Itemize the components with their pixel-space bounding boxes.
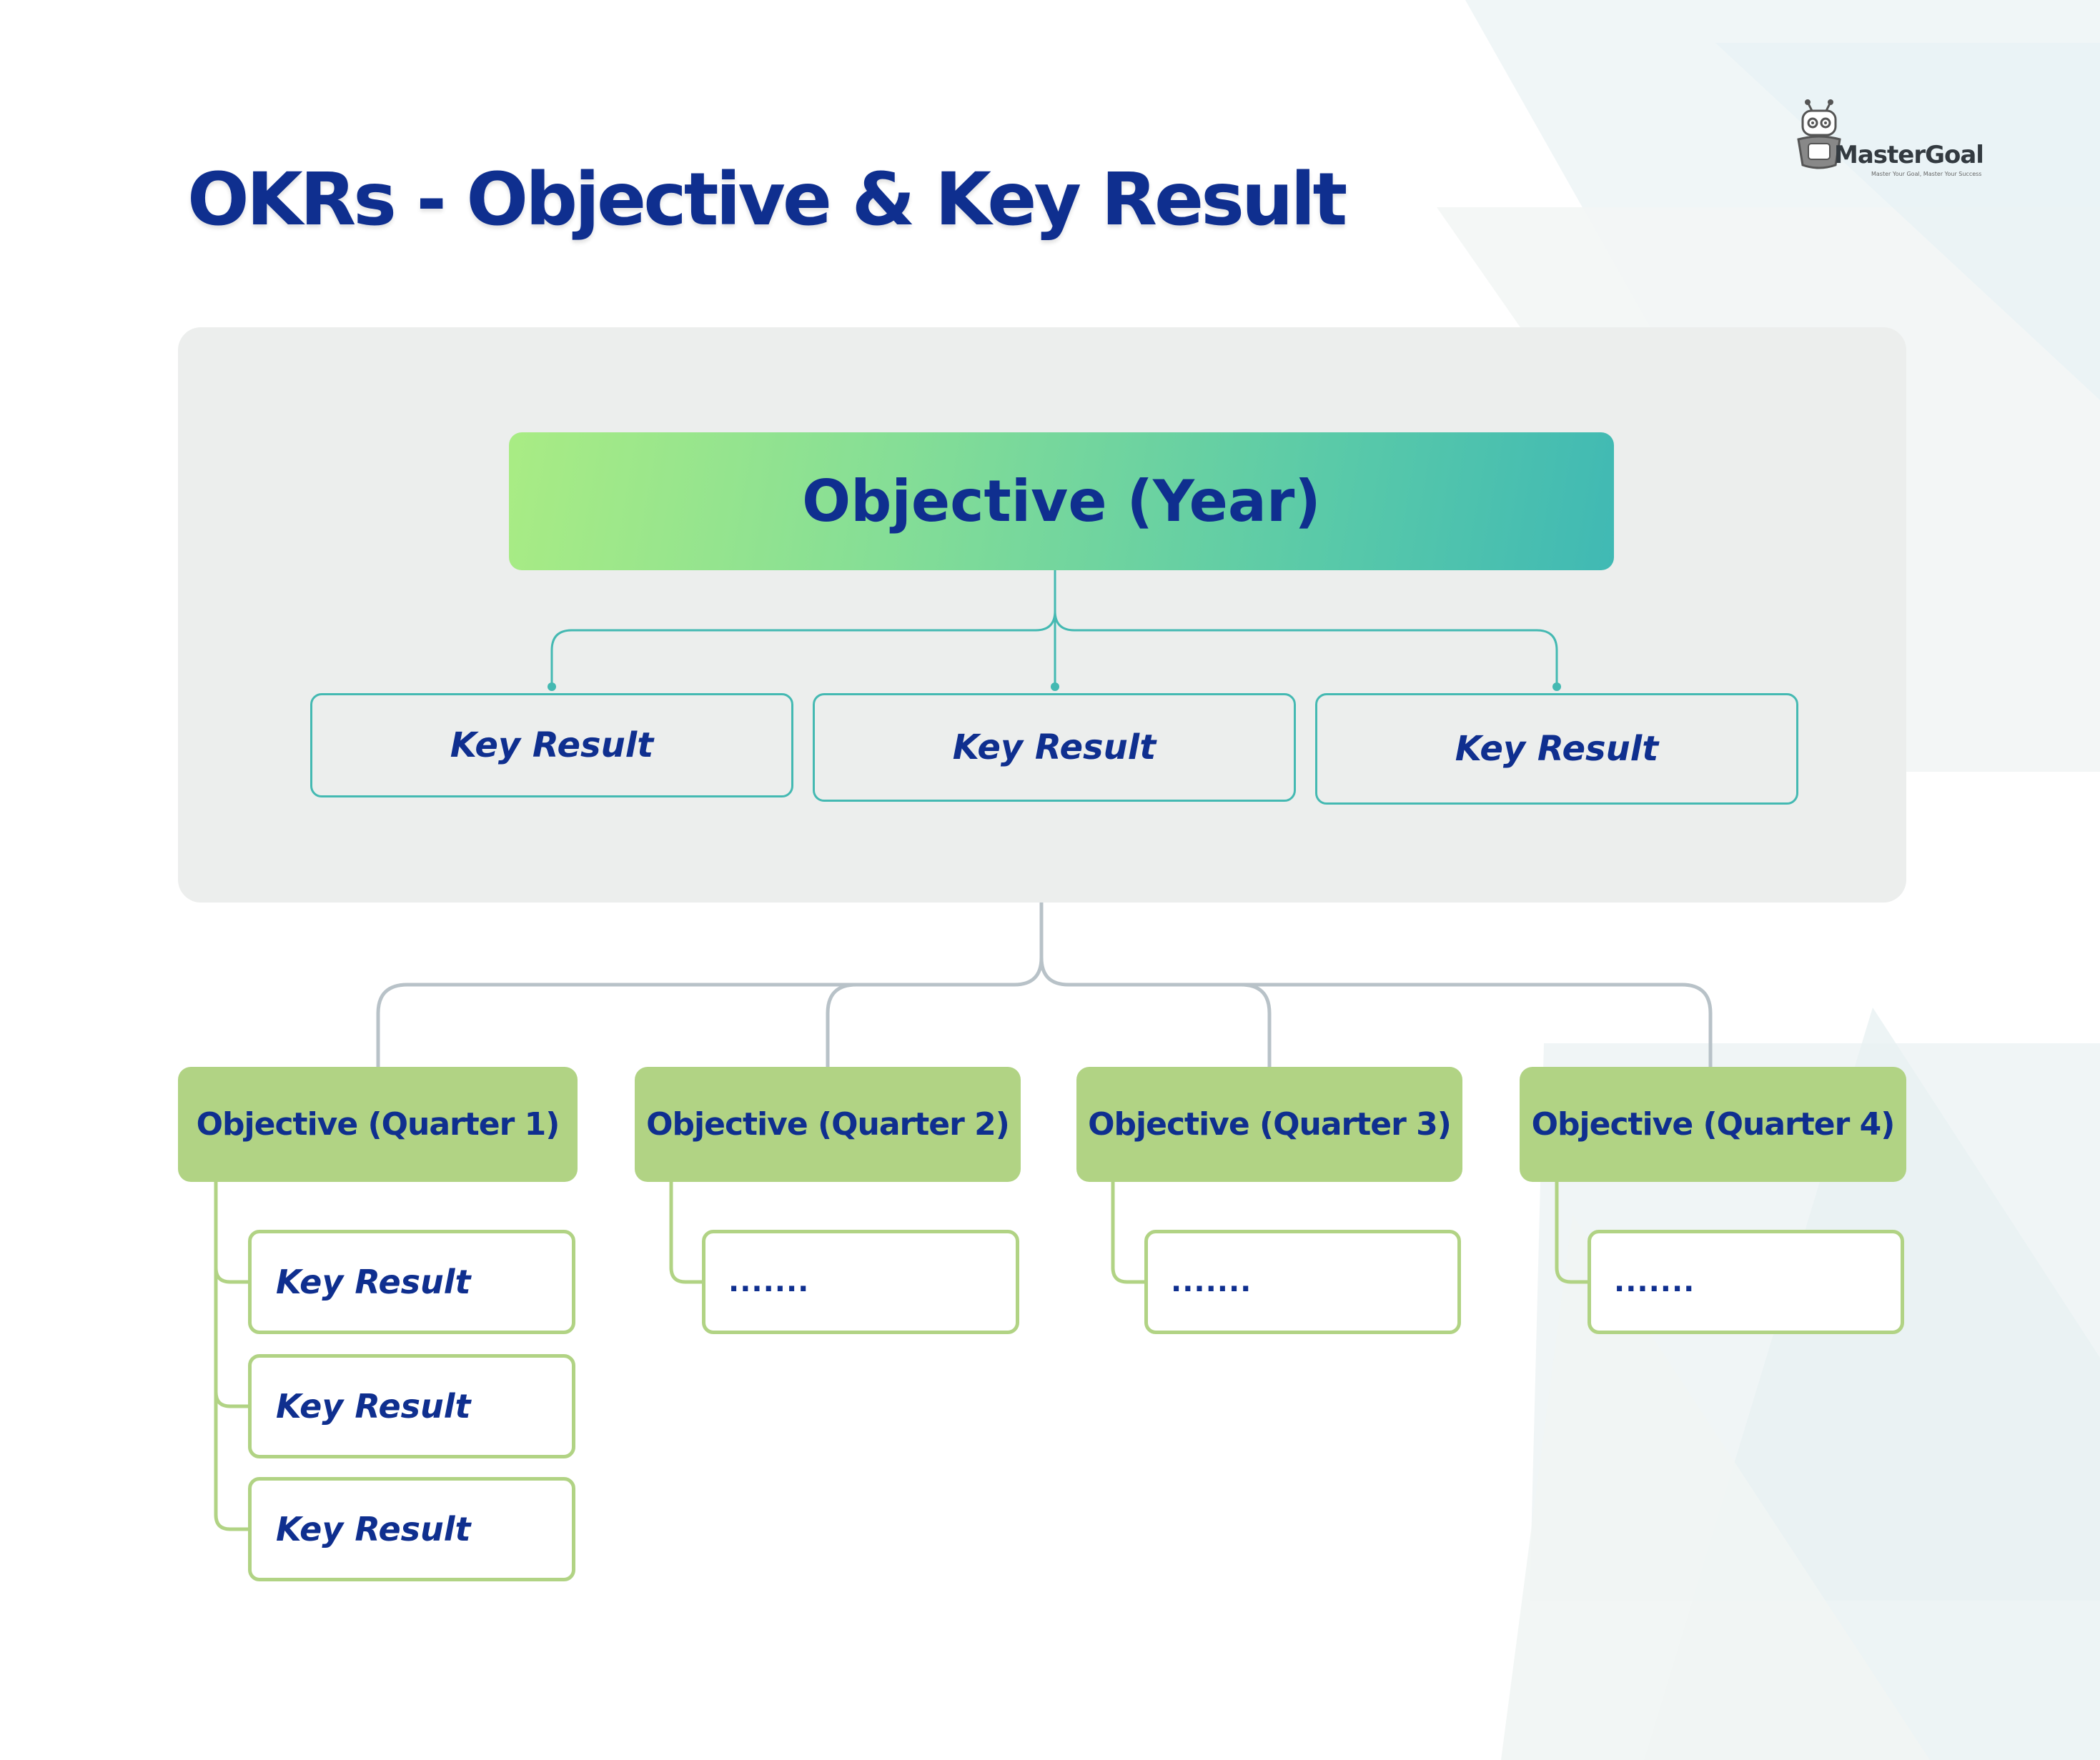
objective-quarter-1: Objective (Quarter 1) (178, 1067, 578, 1182)
objective-quarter-3: Objective (Quarter 3) (1076, 1067, 1462, 1182)
objective-quarter-4: Objective (Quarter 4) (1520, 1067, 1906, 1182)
quarter-1-key-result-2: Key Result (248, 1354, 575, 1458)
logo-tagline: Master Your Goal, Master Your Success (1871, 171, 1982, 177)
quarter-1-key-result-3: Key Result (248, 1477, 575, 1581)
brand-logo: MasterGoal Master Your Goal, Master Your… (1794, 96, 1984, 182)
objective-quarter-2: Objective (Quarter 2) (635, 1067, 1021, 1182)
logo-wordmark: MasterGoal (1834, 141, 1984, 169)
year-key-result-2: Key Result (813, 693, 1296, 802)
quarter-2-placeholder: ....... (702, 1230, 1019, 1334)
quarter-3-placeholder: ....... (1144, 1230, 1461, 1334)
year-key-result-1: Key Result (310, 693, 793, 797)
year-panel (178, 327, 1906, 903)
quarter-1-key-result-1: Key Result (248, 1230, 575, 1334)
robot-mascot-icon (1797, 99, 1841, 169)
year-key-result-3: Key Result (1315, 693, 1798, 805)
page-title: OKRs - Objective & Key Result (187, 157, 1347, 242)
quarter-4-placeholder: ....... (1588, 1230, 1904, 1334)
objective-year-box: Objective (Year) (509, 432, 1614, 570)
